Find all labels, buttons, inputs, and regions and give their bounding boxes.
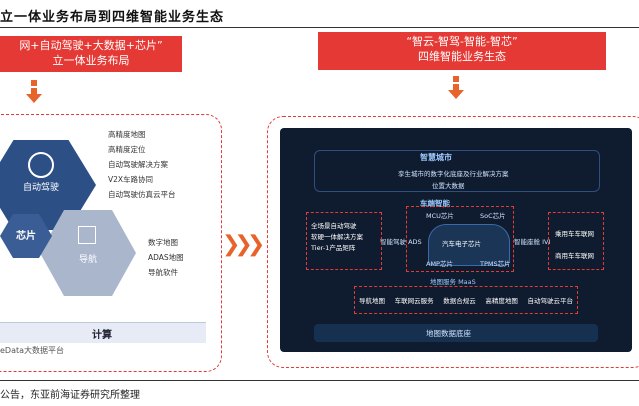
right-down-arrow-icon bbox=[448, 76, 464, 99]
tpms-chip: TPMS芯片 bbox=[480, 260, 511, 268]
auto-drive-label: 自动驾驶 bbox=[22, 183, 59, 193]
auto-list-item: 自动驾驶仿真云平台 bbox=[108, 190, 176, 199]
smart-city-band bbox=[314, 150, 600, 192]
ads-label: 智能驾驶 ADS bbox=[380, 238, 422, 246]
nav-label: 导航 bbox=[78, 255, 97, 265]
nav-list: 数字地图 ADAS地图 导航软件 bbox=[148, 235, 184, 280]
ads-note-line: 软硬一体解决方案 bbox=[311, 233, 363, 241]
amp-chip: AMP芯片 bbox=[426, 260, 453, 268]
ev-chip-label: 汽车电子芯片 bbox=[442, 240, 481, 248]
nav-list-item: 导航软件 bbox=[148, 268, 178, 277]
left-down-arrow-icon bbox=[26, 80, 42, 103]
footer-divider bbox=[0, 380, 639, 381]
ads-note-box: 全场景自动驾驶 软硬一体解决方案 Tier-1产品矩阵 bbox=[306, 212, 382, 270]
maas-item: 车联网云服务 bbox=[394, 297, 434, 305]
page-title: 立一体业务布局到四维智能业务生态 bbox=[0, 10, 225, 25]
data-base-bar bbox=[314, 324, 598, 342]
maas-item: 高精度地图 bbox=[485, 297, 518, 305]
right-chevrons-icon: ❯❯❯ bbox=[222, 232, 265, 257]
left-header-box: 网+自动驾驶+大数据+芯片” 立一体业务布局 bbox=[0, 36, 182, 72]
auto-list-item: V2X车路协同 bbox=[108, 175, 154, 184]
smart-city-sub: 孪生城市的数字化底座及行业解决方案 bbox=[398, 170, 509, 178]
data-platform-label: eData大数据平台 bbox=[0, 346, 65, 355]
soc-chip: SoC芯片 bbox=[480, 212, 506, 220]
maas-item: 导航地图 bbox=[359, 297, 385, 305]
ads-note-line: Tier-1产品矩阵 bbox=[311, 244, 356, 252]
auto-list-item: 高精度定位 bbox=[108, 145, 146, 154]
ivi-label: 智能座舱 IVI bbox=[514, 238, 551, 246]
steering-wheel-icon bbox=[28, 152, 54, 178]
mcu-chip: MCU芯片 bbox=[426, 212, 454, 220]
ecosystem-diagram: 智慧城市 孪生城市的数字化底座及行业解决方案 位置大数据 车端智能 MCU芯片 … bbox=[280, 128, 632, 352]
data-base-label: 地图数据底座 bbox=[426, 329, 471, 338]
left-header-line1: 网+自动驾驶+大数据+芯片” bbox=[19, 39, 163, 52]
location-data-label: 位置大数据 bbox=[432, 182, 465, 190]
chip-note-box bbox=[406, 206, 514, 272]
smart-city-label: 智慧城市 bbox=[420, 153, 452, 162]
maas-label: 地图服务 MaaS bbox=[430, 278, 476, 286]
source-note: 公告，东亚前海证券研究所整理 bbox=[0, 390, 140, 401]
right-header-line1: “智云-智驾-智能-智芯” bbox=[406, 35, 518, 48]
ivi-note-line: 商用车车联网 bbox=[555, 252, 594, 260]
ivi-note-box: 乘用车车联网 商用车车联网 bbox=[548, 212, 604, 270]
left-header-line2: 立一体业务布局 bbox=[52, 54, 130, 67]
maas-box: 导航地图 车联网云服务 数据合规云 高精度地图 自动驾驶云平台 bbox=[354, 286, 578, 314]
auto-drive-list: 高精度地图 高精度定位 自动驾驶解决方案 V2X车路协同 自动驾驶仿真云平台 bbox=[108, 127, 176, 202]
nav-list-item: 数字地图 bbox=[148, 238, 178, 247]
auto-list-item: 自动驾驶解决方案 bbox=[108, 160, 168, 169]
compute-bar: 计算 bbox=[0, 322, 206, 343]
car-icon bbox=[428, 224, 510, 266]
ivi-note-line: 乘用车车联网 bbox=[555, 230, 594, 238]
vehicle-intel-label: 车端智能 bbox=[420, 199, 450, 208]
map-icon bbox=[78, 226, 96, 244]
compute-label: 计算 bbox=[92, 330, 112, 341]
left-panel bbox=[0, 114, 222, 372]
maas-item: 数据合规云 bbox=[443, 297, 476, 305]
nav-list-item: ADAS地图 bbox=[148, 253, 184, 262]
ads-note-line: 全场景自动驾驶 bbox=[311, 222, 357, 230]
maas-item: 自动驾驶云平台 bbox=[527, 297, 574, 305]
chip-label: 芯片 bbox=[16, 231, 36, 242]
title-divider bbox=[0, 27, 639, 28]
right-header-line2: 四维智能业务生态 bbox=[418, 50, 506, 63]
auto-list-item: 高精度地图 bbox=[108, 130, 146, 139]
right-panel bbox=[267, 116, 639, 368]
right-header-box: “智云-智驾-智能-智芯” 四维智能业务生态 bbox=[318, 32, 606, 70]
